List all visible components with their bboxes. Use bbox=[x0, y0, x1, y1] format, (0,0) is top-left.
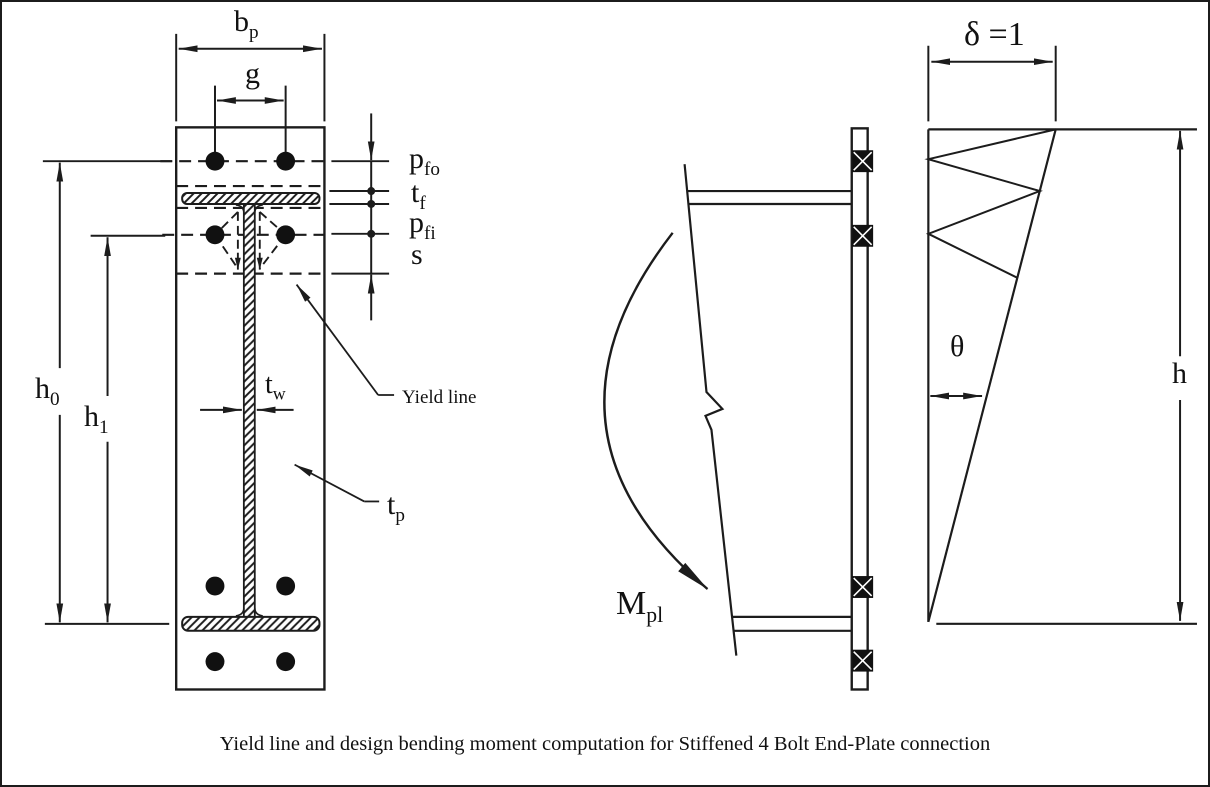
beam-flange-bottom bbox=[181, 615, 321, 632]
web-fillet-bottom-left bbox=[235, 607, 245, 617]
web-fillet-bottom-right bbox=[253, 607, 263, 617]
label-h0: h0 bbox=[35, 372, 60, 410]
label-mpl: Mpl bbox=[616, 585, 664, 627]
bolt bbox=[205, 652, 225, 672]
beam-flanges-side bbox=[687, 189, 852, 632]
bolt bbox=[276, 225, 296, 245]
web-fillet-top-right bbox=[253, 204, 263, 213]
yield-line-leader bbox=[295, 284, 395, 396]
bolt bbox=[205, 225, 225, 245]
bolt bbox=[276, 576, 296, 596]
end-plate-side bbox=[850, 127, 869, 691]
reference-lines bbox=[42, 160, 390, 625]
dim-g bbox=[213, 85, 287, 153]
web-fillet-top-left bbox=[235, 204, 245, 213]
bolt-holes bbox=[205, 151, 296, 672]
label-tw: tw bbox=[265, 369, 286, 404]
figure-caption: Yield line and design bending moment com… bbox=[219, 733, 991, 755]
beam-edge-with-break bbox=[683, 164, 738, 656]
beam-section bbox=[181, 192, 321, 632]
end-plate-elevation bbox=[42, 33, 395, 691]
bolt bbox=[276, 652, 296, 672]
bolt bbox=[205, 576, 225, 596]
label-tp: tp bbox=[387, 488, 405, 526]
dim-pitch-stack bbox=[367, 113, 376, 321]
yield-lines-diamond-arrows bbox=[234, 252, 263, 270]
tp-leader bbox=[294, 463, 380, 503]
bolt bbox=[276, 151, 296, 171]
mechanism-outline bbox=[927, 128, 1197, 625]
beam-flange-top bbox=[181, 192, 321, 205]
label-delta: δ =1 bbox=[964, 16, 1025, 53]
label-g: g bbox=[245, 57, 260, 90]
bolt bbox=[205, 151, 225, 171]
bolt-marks-cross bbox=[853, 151, 873, 671]
label-pfi: pfi bbox=[409, 206, 436, 244]
label-s: s bbox=[411, 238, 423, 271]
dim-bp bbox=[175, 33, 326, 122]
moment-side-view bbox=[603, 127, 874, 691]
moment-arc-arrow bbox=[603, 232, 709, 590]
dim-delta bbox=[927, 45, 1057, 122]
label-theta: θ bbox=[950, 330, 965, 363]
label-bp: bp bbox=[234, 5, 259, 43]
mechanism-view bbox=[924, 45, 1197, 625]
label-h1: h1 bbox=[84, 400, 109, 438]
beam-web bbox=[242, 203, 256, 618]
label-h: h bbox=[1172, 357, 1187, 390]
label-tf: tf bbox=[411, 176, 426, 214]
mechanism-fold-lines bbox=[924, 128, 1056, 279]
label-pfo: pfo bbox=[409, 142, 440, 180]
label-yield-line: Yield line bbox=[402, 387, 477, 408]
